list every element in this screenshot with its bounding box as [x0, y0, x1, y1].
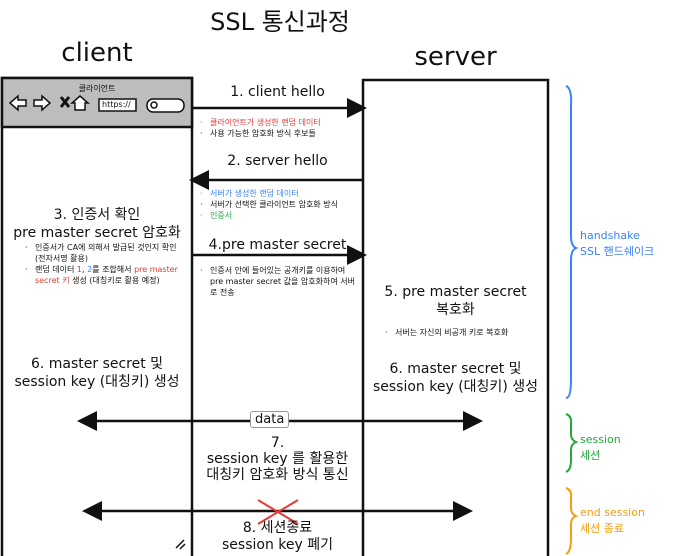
url-bar[interactable]: https://: [102, 100, 131, 109]
server-label: server: [414, 42, 497, 72]
back-arrow-icon: [8, 94, 27, 112]
brace-session: [565, 413, 579, 473]
step3-notes: 인증서가 CA에 의해서 발급된 것인지 확인 (전자서명 활용) 랜덤 데이터…: [25, 242, 185, 286]
client-label: client: [61, 38, 133, 68]
step4-label: 4.pre master secret: [208, 237, 347, 253]
client-window: [0, 76, 194, 556]
forward-arrow-icon: [33, 94, 52, 112]
brace-end-session: [565, 487, 579, 555]
search-box: [146, 98, 185, 113]
brace-handshake: [565, 85, 579, 399]
step2-label: 2. server hello: [227, 153, 328, 169]
step5-notes: 서버는 자신의 비공개 키로 복호화: [385, 327, 508, 338]
step1-notes: 클라이언트가 생성한 랜덤 데이터 사용 가능한 암호화 방식 후보들: [200, 117, 321, 139]
step2-notes: 서버가 생성한 랜덤 데이터 서버가 선택한 클라이언트 암호화 방식 인증서: [200, 188, 338, 221]
step1-label: 1. client hello: [230, 84, 325, 100]
browser-title: 클라이언트: [78, 84, 116, 93]
close-icon: [59, 96, 71, 108]
page-title: SSL 통신과정: [210, 8, 350, 36]
cross-icon: [257, 499, 299, 525]
data-label: data: [250, 411, 290, 428]
step4-notes: 인증서 안에 들어있는 공개키를 이용하여 pre master secret …: [200, 265, 355, 298]
server-box: [361, 78, 550, 556]
home-icon: [70, 95, 90, 111]
search-icon: [150, 101, 158, 109]
